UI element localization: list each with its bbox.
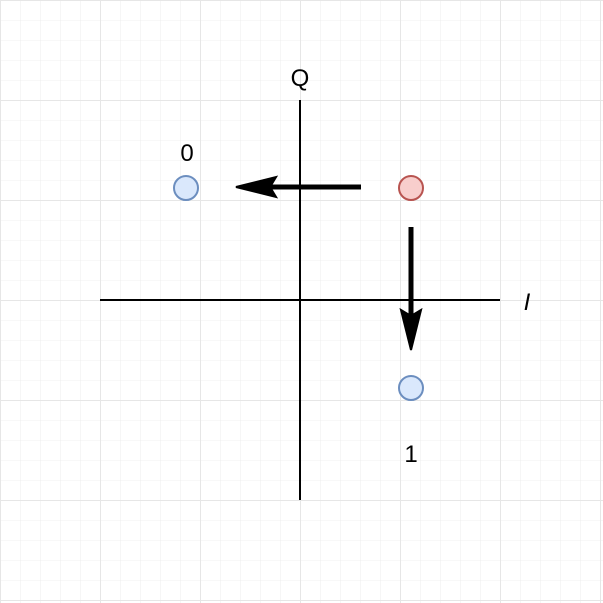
origin-point — [398, 175, 424, 201]
arrow-down — [399, 227, 423, 351]
arrow-left — [235, 175, 361, 199]
symbol-1-point — [398, 375, 424, 401]
arrow-down-head — [399, 307, 423, 351]
i-axis-label: I — [524, 289, 531, 316]
symbol-0-label: 0 — [180, 140, 193, 167]
arrow-left-head — [235, 175, 279, 199]
axes — [100, 100, 500, 500]
symbol-1-label: 1 — [404, 441, 417, 468]
symbol-0-point — [173, 175, 199, 201]
q-axis-label: Q — [291, 65, 310, 92]
